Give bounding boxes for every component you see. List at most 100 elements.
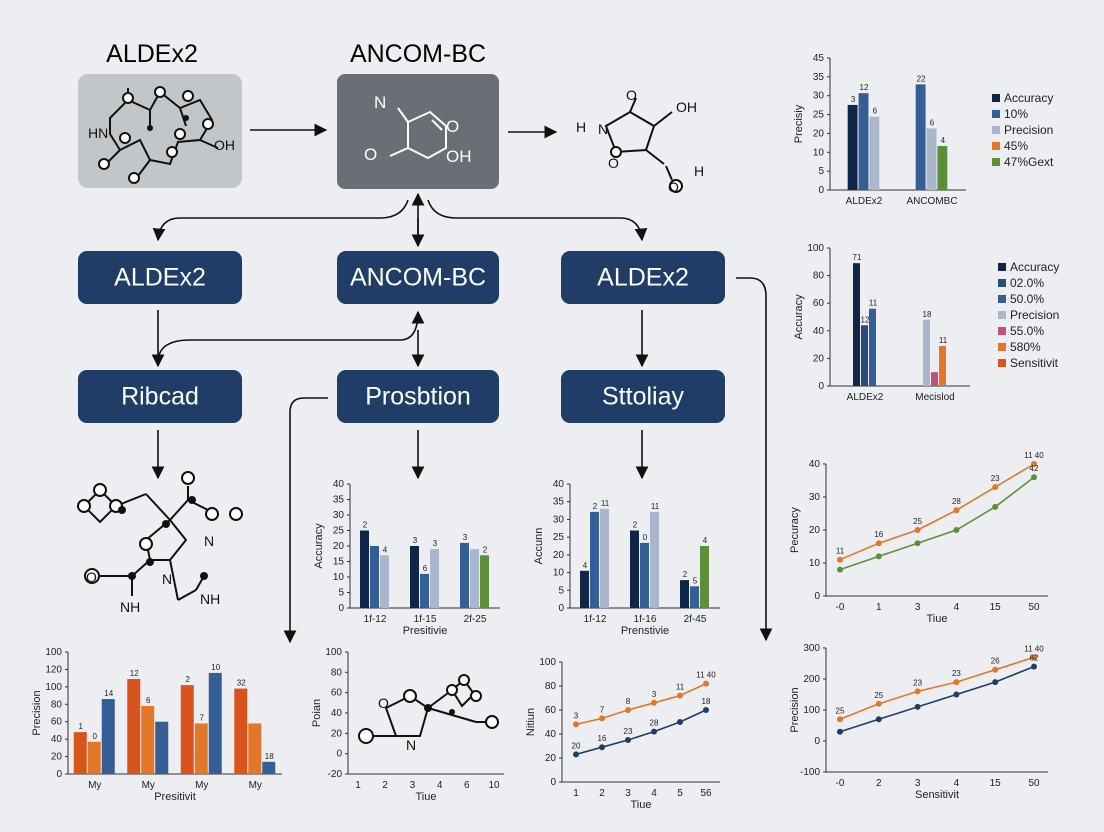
data-point	[837, 716, 843, 723]
data-point	[914, 540, 921, 547]
point-data-label: 23	[952, 669, 961, 678]
bar-data-label: 2	[483, 545, 488, 554]
legend-swatch	[998, 311, 1006, 319]
legend-entry: Precision	[1004, 123, 1053, 137]
y-tick-label: 25	[553, 532, 565, 543]
y-tick-label: 30	[553, 514, 565, 525]
mol-bc-label-n: N	[406, 737, 416, 753]
bar	[690, 586, 699, 608]
point-data-label: 16	[874, 530, 883, 539]
bar-data-label: 2	[186, 675, 191, 684]
node-ancom-bc-label: ANCOM-BC	[350, 264, 486, 292]
y-tick-label: 100	[45, 682, 62, 693]
legend-swatch	[992, 126, 1000, 134]
bar	[460, 542, 469, 608]
x-tick-label: 1f-16	[634, 614, 657, 625]
bar-data-label: 2	[363, 521, 368, 530]
data-point	[651, 699, 657, 706]
molecule-left: HN OH	[88, 86, 235, 184]
x-axis-title: Presitivie	[403, 625, 448, 637]
y-tick-label: 15	[333, 557, 345, 568]
bar	[127, 679, 141, 774]
x-tick-label: 2f-25	[464, 614, 487, 625]
x-tick-label: 1f-12	[364, 614, 387, 625]
point-data-label: 62	[1030, 654, 1039, 663]
bar	[926, 128, 937, 190]
bar	[87, 741, 101, 774]
y-axis-title: Precision	[31, 690, 43, 735]
bar	[360, 530, 369, 608]
point-data-label: 20	[572, 741, 581, 750]
bar-data-label: 11	[601, 499, 610, 508]
y-tick-label: 30	[333, 510, 345, 521]
top-label-left: ALDEx2	[106, 40, 198, 68]
y-tick-label: 40	[51, 734, 63, 745]
point-data-label: 23	[624, 727, 633, 736]
data-point	[953, 679, 960, 686]
point-data-label: 3	[574, 711, 579, 720]
point-data-label: 7	[600, 705, 605, 714]
x-tick-label: 3	[410, 780, 416, 791]
mol-center-label-n: N	[374, 93, 386, 112]
x-axis-title: Tiue	[416, 791, 437, 803]
legend-swatch	[998, 327, 1006, 335]
bar-data-label: 14	[104, 689, 113, 698]
series-line	[575, 709, 707, 756]
series-line	[839, 463, 1035, 561]
x-tick-label: ALDEx2	[847, 392, 884, 403]
y-tick-label: 20	[809, 525, 821, 536]
node-aldex2-left[interactable]: ALDEx2	[78, 251, 242, 304]
bar-data-label: 2	[593, 502, 598, 511]
node-aldex2-right[interactable]: ALDEx2	[561, 251, 725, 304]
y-tick-label: 200	[803, 674, 820, 685]
x-tick-label: ALDEx2	[846, 196, 883, 207]
bar-data-label: 2	[683, 570, 688, 579]
x-tick-label: 4	[437, 780, 443, 791]
mol-ll-label-nh2: NH	[200, 591, 220, 607]
mol-right-label-h2: H	[694, 163, 704, 179]
y-tick-label: 35	[333, 495, 345, 506]
node-ancom-bc[interactable]: ANCOM-BC	[337, 251, 499, 304]
molecule-lower-left: O N NH N NH	[77, 471, 243, 615]
y-axis-title: Poian	[311, 699, 323, 727]
y-axis-title: Precisiy	[793, 104, 805, 143]
legend-entry: 10%	[1004, 107, 1028, 121]
y-axis-title: Accuracy	[313, 523, 325, 569]
legend-entry: 47%Gext	[1004, 155, 1054, 169]
x-tick-label: 56	[700, 788, 712, 799]
y-tick-label: 25	[333, 526, 345, 537]
node-prosbtion[interactable]: Prosbtion	[337, 370, 499, 423]
bar	[847, 104, 858, 190]
bar-data-label: 3	[433, 539, 438, 548]
chart-top-right: 05102025303545Precisiy3126ALDEx22264ANCO…	[793, 53, 1054, 207]
data-point	[703, 707, 709, 713]
bar-data-label: 10	[211, 663, 220, 672]
y-tick-label: 5	[818, 166, 824, 177]
bar	[858, 93, 869, 190]
x-tick-label: My	[195, 780, 208, 791]
bar-data-label: 5	[693, 576, 698, 585]
chart-center-bars: 0510152025303540AccuracyPresitivie241f-1…	[313, 479, 500, 637]
node-ribcad[interactable]: Ribcad	[78, 370, 242, 423]
bar-data-label: 4	[703, 536, 708, 545]
y-tick-label: 10	[813, 147, 825, 158]
y-tick-label: 40	[331, 708, 343, 719]
series-line	[839, 476, 1035, 571]
x-tick-label: 4	[954, 778, 960, 789]
legend-swatch	[998, 263, 1006, 271]
y-tick-label: 40	[553, 479, 565, 490]
y-tick-label: 0	[814, 736, 820, 747]
y-tick-label: 5	[338, 588, 344, 599]
bar	[208, 672, 222, 774]
bar	[580, 570, 589, 608]
y-tick-label: 0	[558, 603, 564, 614]
chart-mid-right: 020406080100Accuracy711211ALDEx21811Meci…	[793, 243, 1059, 403]
mol-ll-label-nh1: NH	[120, 599, 140, 615]
y-tick-label: 0	[550, 777, 556, 788]
point-data-label: 42	[1030, 464, 1039, 473]
y-tick-label: 40	[813, 326, 825, 337]
bar	[180, 685, 194, 774]
node-sttoliay[interactable]: Sttoliay	[561, 370, 725, 423]
